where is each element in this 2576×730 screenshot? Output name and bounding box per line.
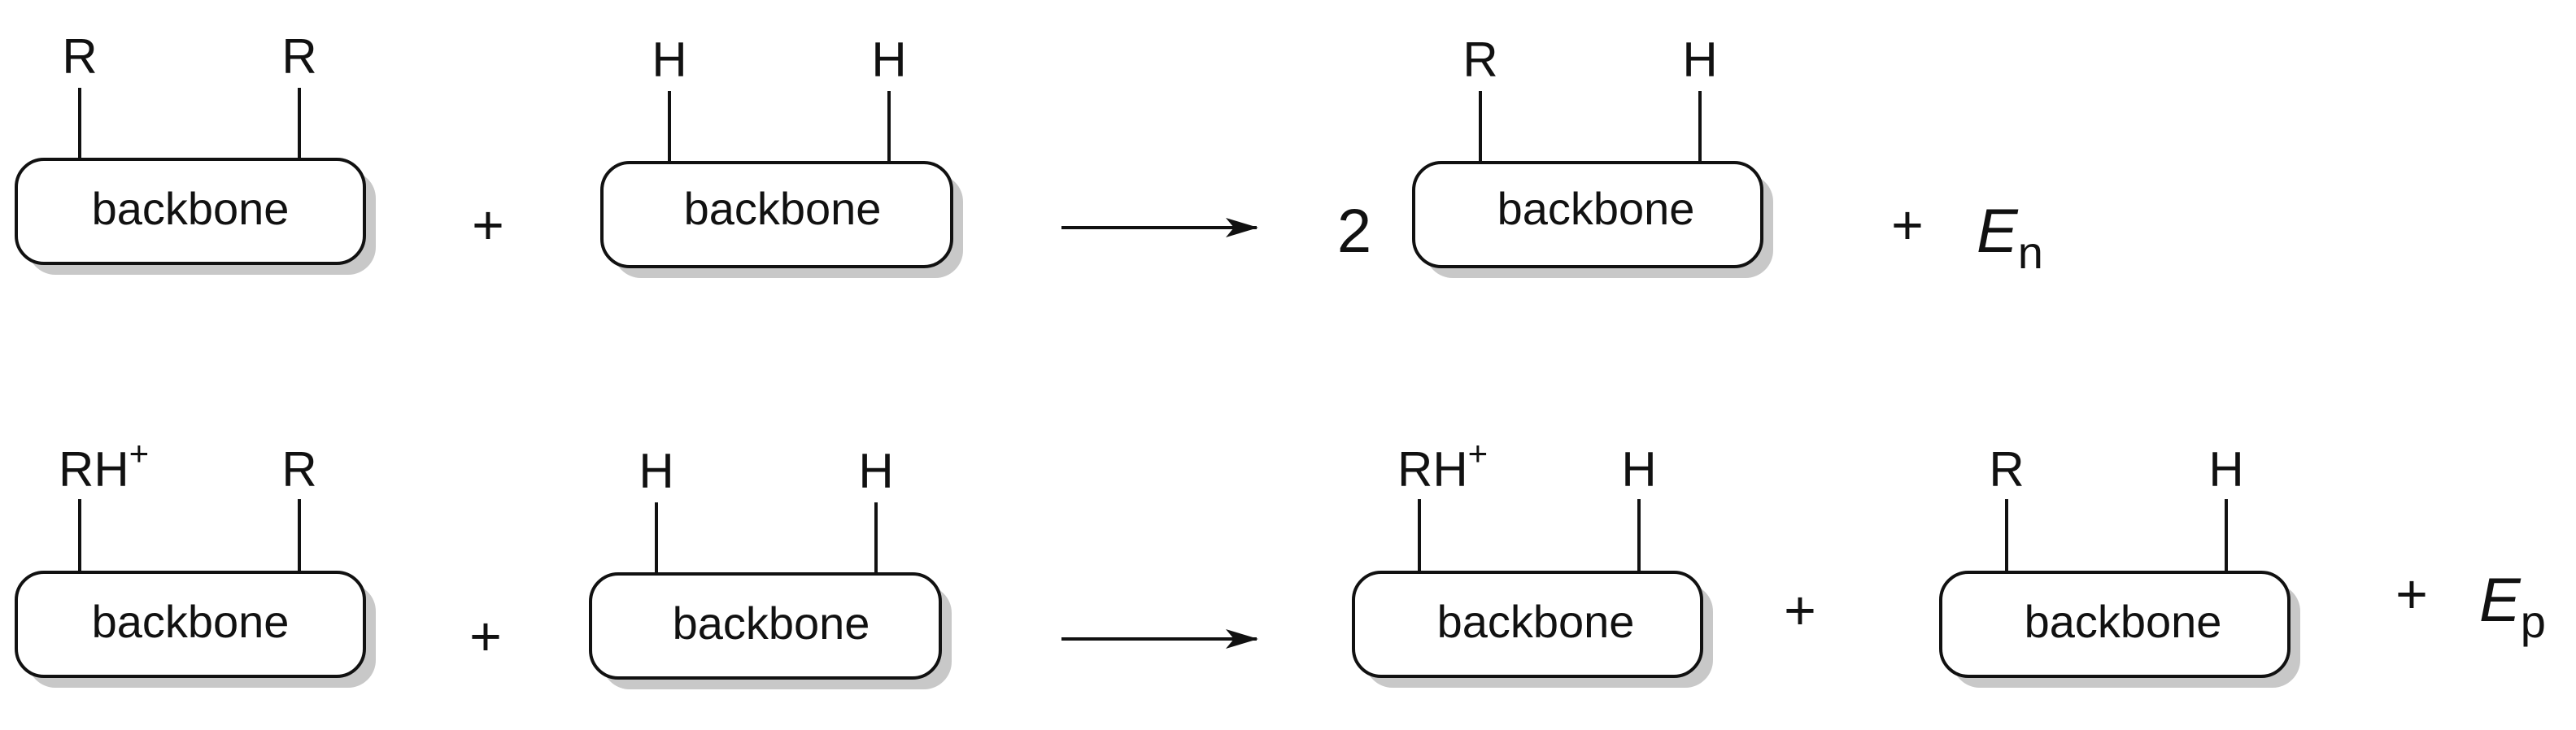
substituent-right: H [1621, 442, 1656, 497]
substituent-left: R [1989, 442, 2024, 497]
backbone-label: backbone [673, 597, 870, 649]
backbone-box [15, 158, 366, 265]
substituent-right: H [858, 444, 893, 498]
backbone-box [589, 572, 942, 680]
backbone-box [15, 571, 366, 678]
backbone-label: backbone [684, 183, 882, 234]
product-molecule-2: backbone R H [1939, 442, 2300, 688]
energy-symbol: E [1977, 197, 2019, 266]
reactant-molecule-1: backbone R R [15, 29, 376, 275]
backbone-box [1412, 161, 1763, 268]
backbone-box [600, 161, 953, 268]
backbone-box [1939, 571, 2291, 678]
energy-subscript: n [2018, 227, 2043, 278]
substituent-right: R [281, 442, 316, 497]
reaction-protonated: backbone RH+ R + backbone H H backbone R… [15, 434, 2546, 689]
product-molecule: backbone R H [1412, 33, 1773, 278]
substituent-left: R [1462, 33, 1497, 87]
substituent-right: R [281, 29, 316, 84]
plus-sign: + [472, 194, 504, 256]
stoichiometric-coefficient: 2 [1337, 197, 1371, 266]
charge-superscript: + [129, 434, 150, 472]
energy-symbol: E [2479, 566, 2522, 635]
reactant-molecule-1: backbone RH+ R [15, 434, 376, 688]
backbone-label: backbone [2025, 596, 2222, 647]
product-molecule-1: backbone RH+ H [1352, 434, 1713, 688]
substituent-right: H [2208, 442, 2243, 497]
substituent-right: H [871, 33, 906, 87]
backbone-box [1352, 571, 1703, 678]
charge-superscript: + [1468, 434, 1489, 472]
energy-term: En [1977, 197, 2043, 278]
substituent-left: RH+ [1397, 434, 1488, 497]
energy-term: Ep [2479, 566, 2546, 647]
energy-subscript: p [2521, 596, 2546, 647]
substituent-left: H [639, 444, 673, 498]
plus-sign: + [469, 606, 502, 667]
substituent-left-text: RH [1397, 442, 1468, 497]
backbone-label: backbone [92, 183, 290, 234]
plus-sign: + [1784, 580, 1816, 641]
reactant-molecule-2: backbone H H [600, 33, 963, 278]
substituent-left: H [652, 33, 686, 87]
reaction-neutral: backbone R R + backbone H H 2 backbone R [15, 29, 2043, 278]
backbone-label: backbone [92, 596, 290, 647]
substituent-right: H [1682, 33, 1717, 87]
substituent-left: RH+ [59, 434, 149, 497]
reactant-molecule-2: backbone H H [589, 444, 952, 689]
backbone-label: backbone [1437, 596, 1635, 647]
substituent-left-text: RH [59, 442, 129, 497]
plus-sign: + [2395, 563, 2428, 625]
substituent-left: R [62, 29, 97, 84]
backbone-label: backbone [1497, 183, 1695, 234]
plus-sign: + [1891, 194, 1924, 256]
